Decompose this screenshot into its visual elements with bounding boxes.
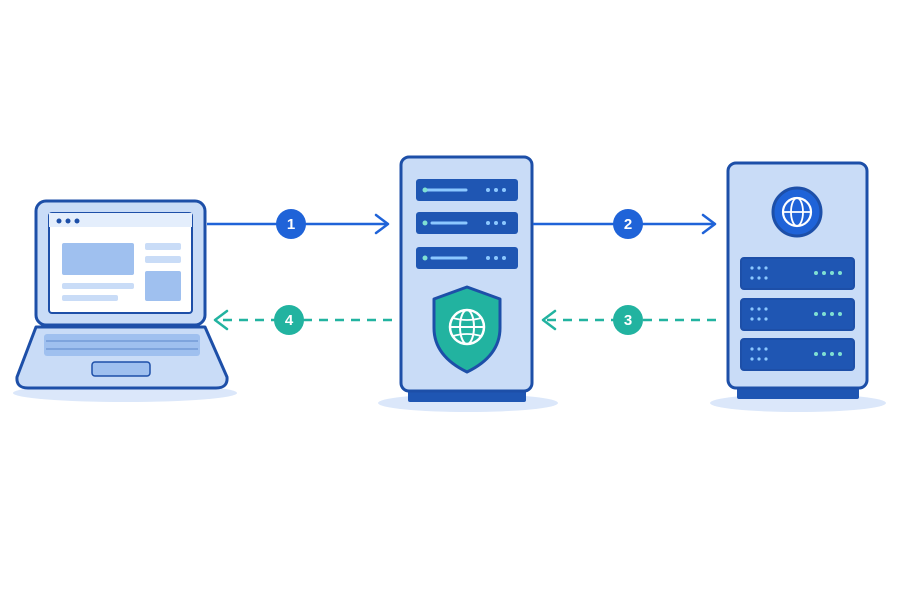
flow-response-4: 4: [213, 305, 392, 335]
proxy-server: [378, 155, 558, 412]
step-number-1: 1: [287, 216, 295, 233]
step-badge-4: [274, 305, 304, 335]
step-number-2: 2: [624, 216, 632, 233]
globe-icon: [771, 186, 823, 238]
origin-rack-units: [740, 257, 855, 371]
flow-request-2: 2: [533, 209, 717, 239]
step-number-3: 3: [624, 312, 632, 329]
proxy-rack-units: [416, 179, 518, 269]
origin-server: [710, 161, 886, 412]
step-badge-2: [613, 209, 643, 239]
laptop-icon: [13, 199, 237, 402]
step-badge-3: [613, 305, 643, 335]
flow-response-3: 3: [541, 305, 716, 335]
shield-globe-icon: [432, 285, 502, 374]
step-badge-1: [276, 209, 306, 239]
step-number-4: 4: [285, 312, 294, 329]
flow-request-1: 1: [207, 209, 390, 239]
